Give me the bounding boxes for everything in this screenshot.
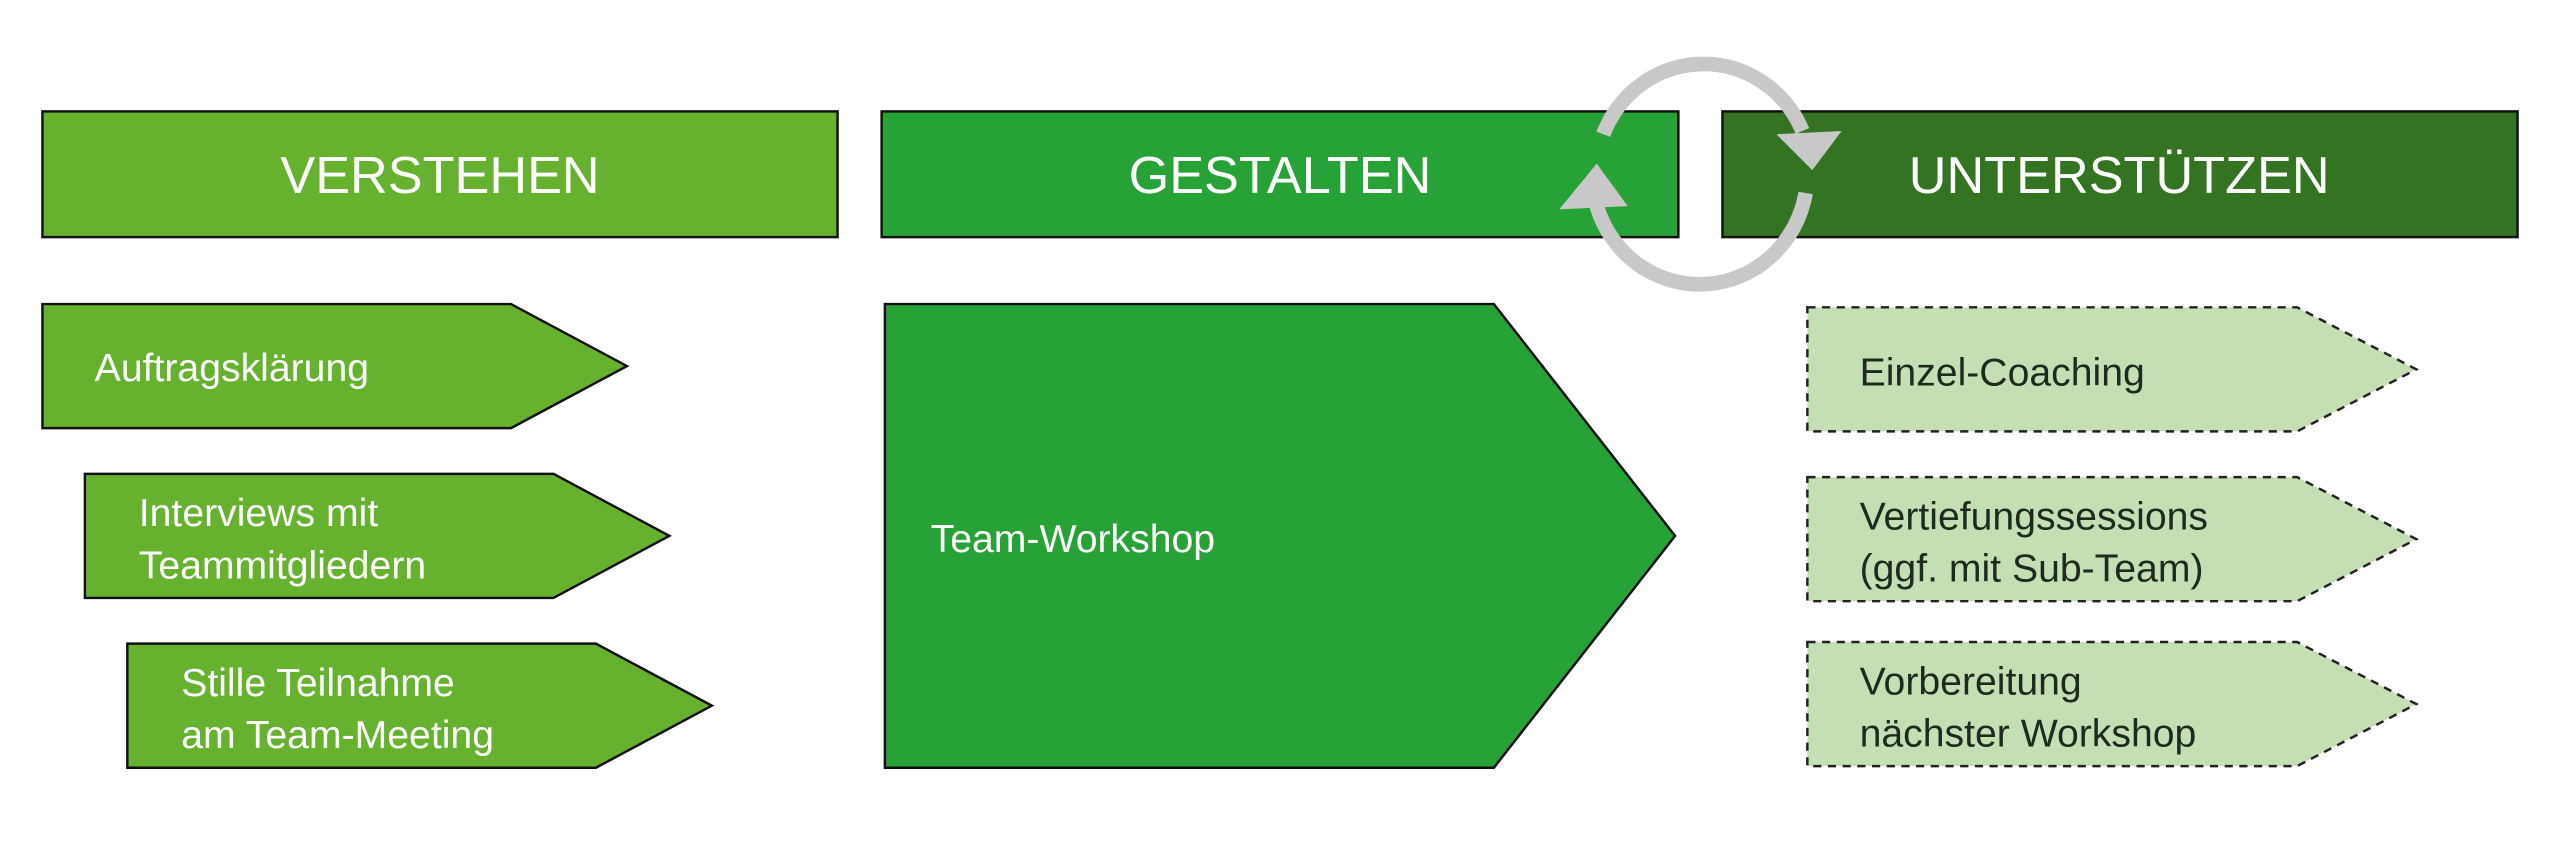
- phase-label: GESTALTEN: [1129, 147, 1432, 205]
- circular-arrows-icon: [1559, 56, 1842, 292]
- gestalten-step: Team-Workshop: [883, 302, 1677, 769]
- step-label: Teammitgliedern: [139, 544, 426, 587]
- verstehen-step: Auftragsklärung: [41, 302, 630, 430]
- unterstuetzen-step: Vorbereitung nächster Workshop: [1806, 640, 2419, 768]
- phase-header-verstehen: VERSTEHEN: [41, 110, 839, 239]
- phase-header-gestalten: GESTALTEN: [880, 110, 1680, 239]
- step-label: (ggf. mit Sub-Team): [1860, 548, 2204, 591]
- step-label: Auftragsklärung: [95, 347, 369, 390]
- step-label: Interviews mit: [139, 492, 379, 535]
- step-label: Team-Workshop: [931, 518, 1215, 561]
- phase-header-unterstuetzen: UNTERSTÜTZEN: [1721, 110, 2519, 239]
- unterstuetzen-step: Vertiefungssessions (ggf. mit Sub-Team): [1806, 475, 2419, 603]
- step-label: Einzel-Coaching: [1860, 352, 2145, 395]
- step-label: am Team-Meeting: [181, 714, 494, 757]
- verstehen-step: Interviews mit Teammitgliedern: [83, 472, 672, 600]
- step-label: Stille Teilnahme: [181, 662, 455, 705]
- step-label: nächster Workshop: [1860, 713, 2197, 756]
- phase-label: VERSTEHEN: [280, 147, 599, 205]
- step-label: Vorbereitung: [1860, 660, 2082, 703]
- verstehen-step: Stille Teilnahme am Team-Meeting: [126, 642, 715, 769]
- unterstuetzen-step: Einzel-Coaching: [1806, 306, 2419, 433]
- phase-label: UNTERSTÜTZEN: [1909, 147, 2330, 205]
- step-label: Vertiefungssessions: [1860, 495, 2208, 538]
